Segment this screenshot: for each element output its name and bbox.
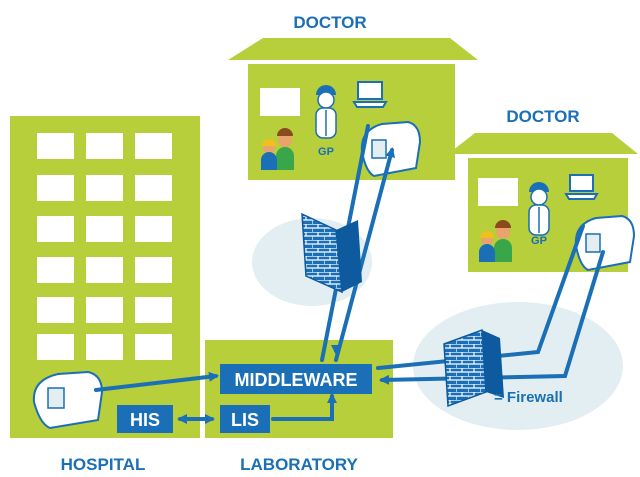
gp-doctor-icon: GP: [315, 85, 337, 158]
his-box: [117, 405, 173, 433]
gp-label: GP: [318, 146, 334, 158]
patients-icon: [261, 128, 294, 170]
laptop-icon: [564, 174, 599, 200]
middleware-box: [220, 364, 372, 394]
firewall-icon: [443, 328, 504, 408]
firewall-bubble-right: [413, 302, 623, 430]
firewall-icon: [301, 212, 362, 294]
analyzer-device-icon: [32, 370, 104, 430]
lis-box: [220, 405, 270, 433]
firewall-legend: = Firewall: [494, 389, 563, 406]
doctor-label: DOCTOR: [506, 107, 579, 126]
gp-label: GP: [531, 235, 547, 247]
laptop-icon: [352, 81, 388, 108]
patients-icon: [479, 220, 512, 262]
analyzer-device-icon: [574, 214, 636, 272]
gp-doctor-icon: GP: [528, 182, 550, 247]
middleware-label: MIDDLEWARE: [235, 370, 358, 390]
hospital-label: HOSPITAL: [61, 455, 146, 474]
doctor-label: DOCTOR: [293, 13, 366, 32]
his-label: HIS: [130, 410, 160, 430]
lis-label: LIS: [231, 410, 259, 430]
laboratory-label: LABORATORY: [240, 455, 358, 474]
